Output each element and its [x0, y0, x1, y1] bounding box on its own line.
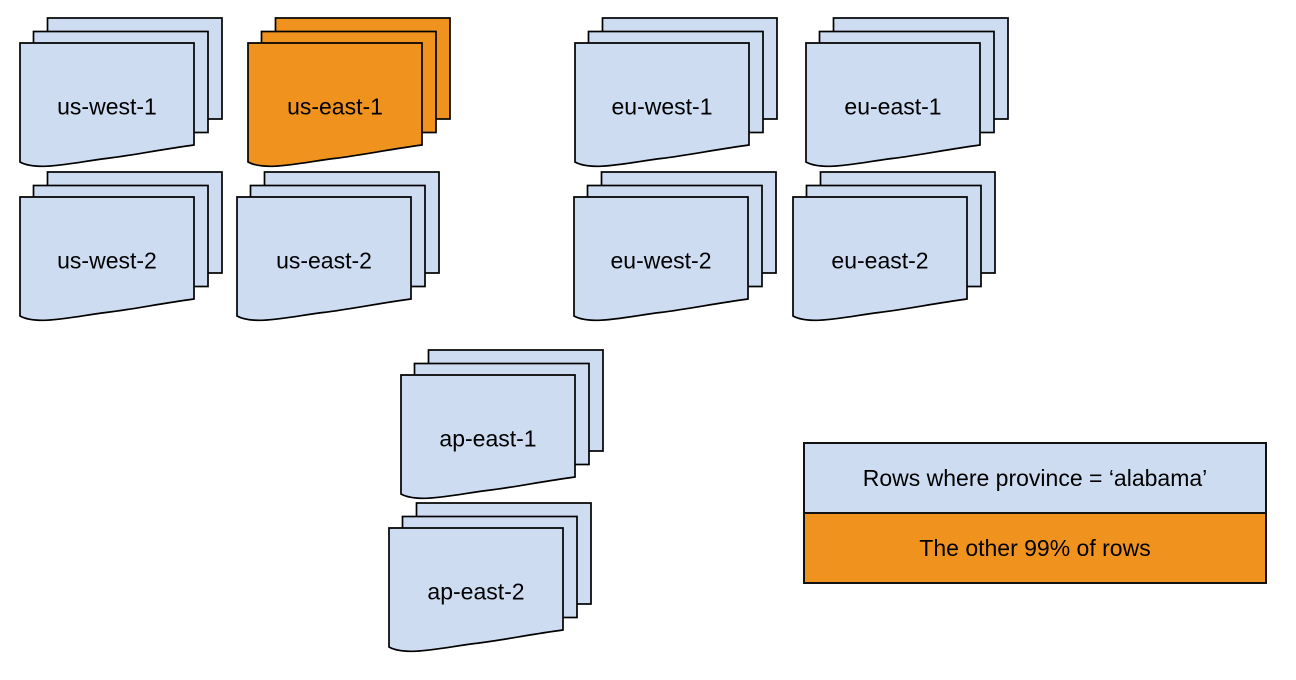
- legend: Rows where province = ‘alabama’ The othe…: [803, 442, 1267, 584]
- document-stack-eu-east-2: eu-east-2: [792, 171, 997, 324]
- stack-sheet-front: [19, 196, 195, 322]
- region-label: ap-east-1: [439, 426, 536, 452]
- region-label: us-west-2: [57, 248, 157, 274]
- region-label: ap-east-2: [427, 579, 524, 605]
- stack-sheet-front: [400, 374, 576, 500]
- legend-label: The other 99% of rows: [919, 534, 1151, 561]
- document-stack-eu-west-1: eu-west-1: [574, 17, 779, 170]
- document-stack-eu-west-2: eu-west-2: [573, 171, 778, 324]
- document-stack-us-east-2: us-east-2: [236, 171, 441, 324]
- stack-sheet-front: [247, 42, 423, 168]
- legend-item-other-rows: The other 99% of rows: [805, 512, 1265, 582]
- stack-sheet-front: [573, 196, 749, 322]
- document-stack-ap-east-2: ap-east-2: [388, 502, 593, 655]
- region-label: us-east-1: [287, 94, 383, 120]
- region-label: eu-east-2: [831, 248, 928, 274]
- stack-sheet-front: [574, 42, 750, 168]
- legend-label: Rows where province = ‘alabama’: [862, 464, 1208, 491]
- region-label: eu-west-1: [612, 94, 713, 120]
- document-stack-us-east-1: us-east-1: [247, 17, 452, 170]
- stack-sheet-front: [792, 196, 968, 322]
- stack-sheet-front: [236, 196, 412, 322]
- stack-sheet-front: [805, 42, 981, 168]
- stack-sheet-front: [19, 42, 195, 168]
- region-label: eu-west-2: [611, 248, 712, 274]
- region-label: eu-east-1: [844, 94, 941, 120]
- stack-sheet-front: [388, 527, 564, 653]
- document-stack-us-west-1: us-west-1: [19, 17, 224, 170]
- document-stack-eu-east-1: eu-east-1: [805, 17, 1010, 170]
- region-label: us-east-2: [276, 248, 372, 274]
- document-stack-ap-east-1: ap-east-1: [400, 349, 605, 502]
- document-stack-us-west-2: us-west-2: [19, 171, 224, 324]
- region-label: us-west-1: [57, 94, 157, 120]
- legend-item-alabama-rows: Rows where province = ‘alabama’: [805, 444, 1265, 512]
